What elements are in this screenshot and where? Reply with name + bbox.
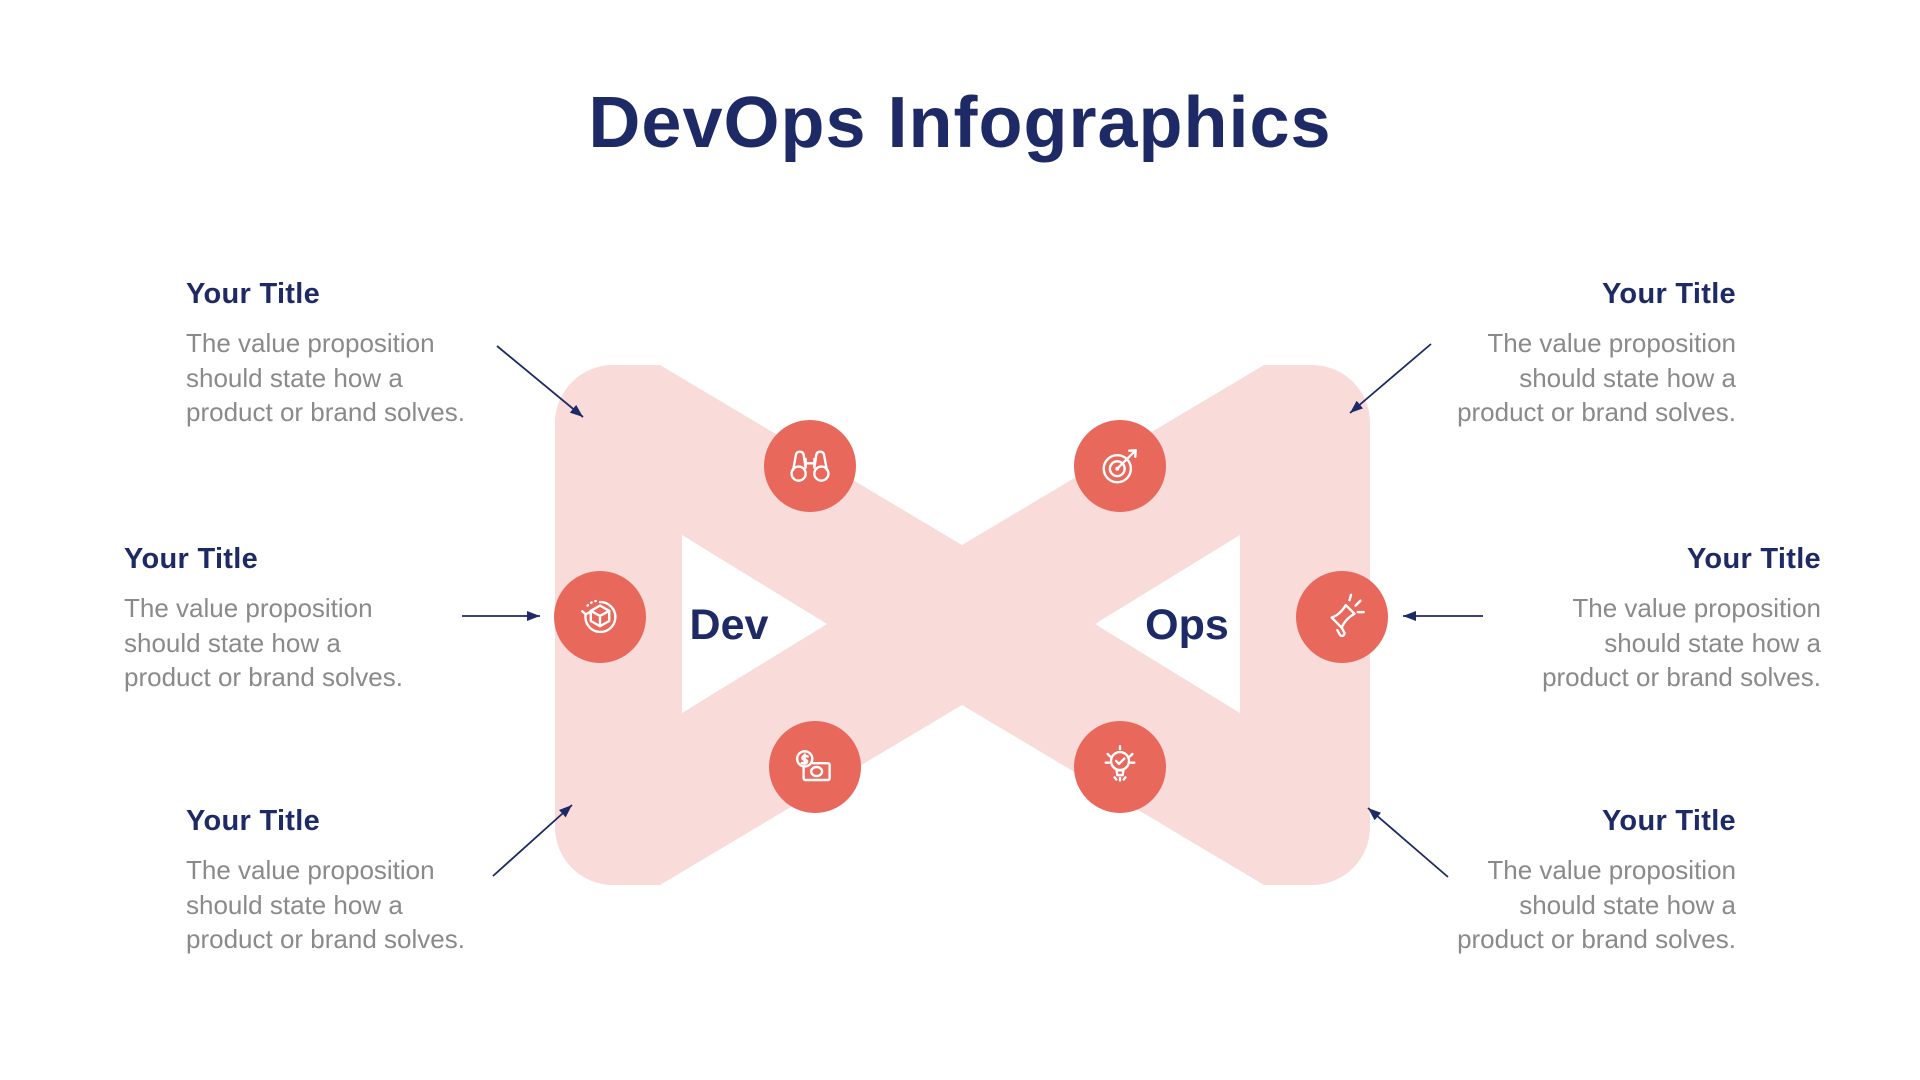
package-cycle-icon: [581, 599, 617, 634]
block-title: Your Title: [1686, 543, 1821, 575]
text-block-top-right: Your Title The value proposition should …: [1406, 277, 1736, 430]
binoculars-icon: [790, 450, 830, 482]
dev-label: Dev: [689, 601, 769, 649]
block-body: The value proposition should state how a…: [124, 593, 403, 692]
megaphone-icon: [1330, 593, 1365, 638]
block-title: Your Title: [124, 543, 259, 575]
money-banknote-coin-icon: [795, 750, 831, 782]
target-icon-badge: [1074, 420, 1166, 512]
ops-label: Ops: [1145, 601, 1229, 649]
text-block-middle-right: Your Title The value proposition should …: [1491, 542, 1821, 695]
megaphone-icon-badge: [1296, 571, 1388, 663]
binoculars-icon-badge: [764, 420, 856, 512]
block-body: The value proposition should state how a…: [1457, 328, 1736, 427]
block-body: The value proposition should state how a…: [1542, 593, 1821, 692]
text-block-top-left: Your Title The value proposition should …: [186, 277, 516, 430]
text-block-bottom-right: Your Title The value proposition should …: [1406, 804, 1736, 957]
target-dart-icon: [1102, 449, 1137, 484]
money-icon-badge: [769, 721, 861, 813]
block-title: Your Title: [186, 278, 321, 310]
block-title: Your Title: [186, 805, 321, 837]
block-body: The value proposition should state how a…: [186, 855, 465, 954]
block-title: Your Title: [1601, 278, 1736, 310]
text-block-bottom-left: Your Title The value proposition should …: [186, 804, 516, 957]
package-icon-badge: [554, 571, 646, 663]
text-block-middle-left: Your Title The value proposition should …: [124, 542, 454, 695]
idea-bulb-gear-icon: [1104, 745, 1136, 782]
lightbulb-icon-badge: [1074, 721, 1166, 813]
block-body: The value proposition should state how a…: [186, 328, 465, 427]
block-body: The value proposition should state how a…: [1457, 855, 1736, 954]
block-title: Your Title: [1601, 805, 1736, 837]
page-title: DevOps Infographics: [588, 83, 1332, 163]
